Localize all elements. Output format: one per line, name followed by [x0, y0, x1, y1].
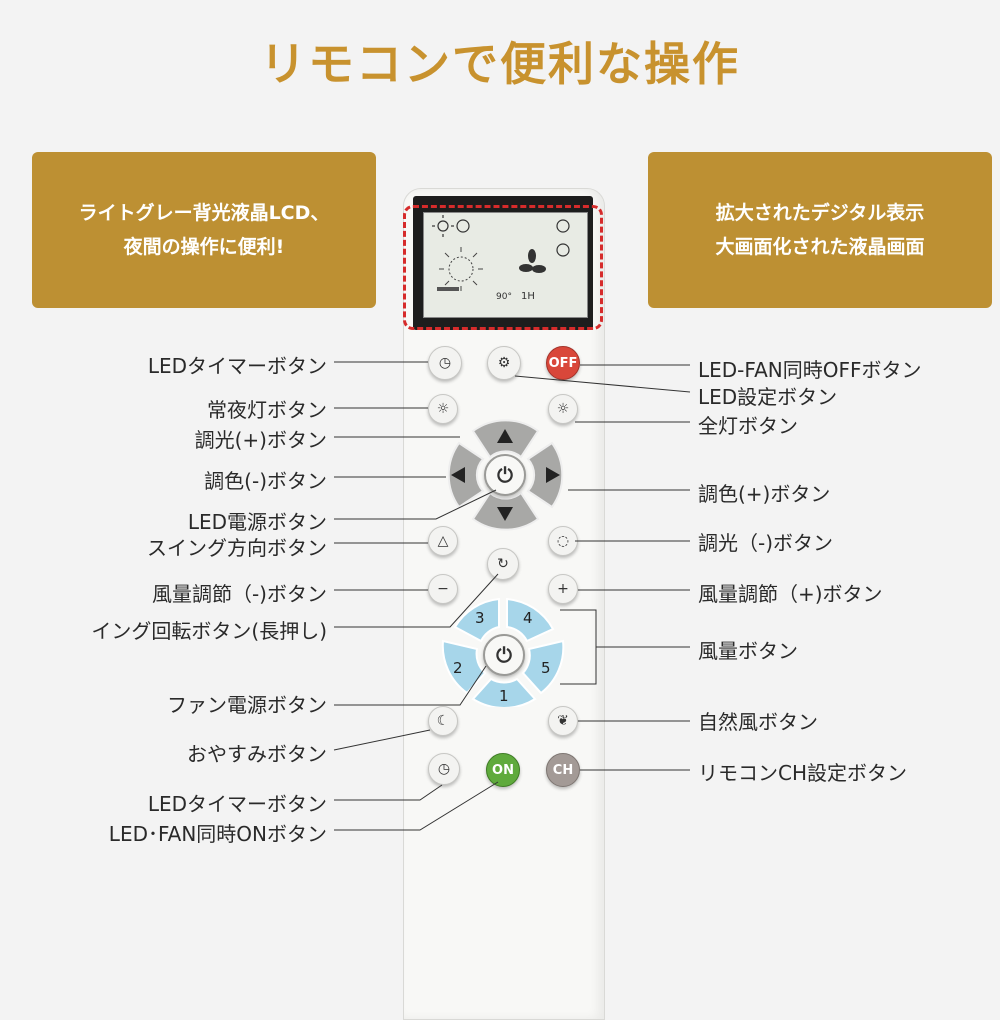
level-bars [437, 287, 459, 291]
clock-icon: ◷ [437, 761, 451, 777]
leaf-icon [556, 243, 570, 257]
page-title: リモコンで便利な操作 [260, 37, 740, 91]
gear-icon: ⚙ [497, 355, 511, 371]
label-fan-speed-minus: 風量調節（-)ボタン [151, 582, 327, 606]
label-fan-power: ファン電源ボタン [167, 693, 327, 717]
fan-speed-3-label: 3 [475, 609, 485, 627]
callout-line: 夜間の操作に便利! [123, 236, 285, 258]
fan-icon [519, 249, 546, 273]
label-color-minus: 調色(-)ボタン [204, 469, 327, 493]
swing-icon [456, 219, 470, 233]
label-night-light: 常夜灯ボタン [207, 398, 327, 422]
label-ch-settings: リモコンCH設定ボタン [698, 761, 908, 785]
clock-icon: ◷ [438, 355, 452, 371]
lcd-highlight-frame [403, 205, 603, 330]
fan-speed-plus-button[interactable]: + [548, 574, 578, 604]
led-timer-button[interactable]: ◷ [428, 346, 462, 380]
upload-icon [556, 219, 570, 233]
label-natural-wind: 自然風ボタン [698, 710, 818, 734]
label-dim-plus: 調光(+)ボタン [194, 428, 327, 452]
sun-icon: ☼ [556, 401, 570, 417]
label-off: LED-FAN同時OFFボタン [698, 358, 922, 382]
small-sun-icon: ☼ [436, 401, 450, 417]
lcd-screen [423, 212, 588, 318]
fan-speed-2-label: 2 [453, 659, 463, 677]
color-minus-button[interactable] [447, 441, 485, 509]
label-swing-direction: スイング方向ボタン [147, 536, 327, 560]
label-dim-minus: 調光（-)ボタン [698, 531, 834, 555]
fan-speed-2-button[interactable] [441, 639, 487, 695]
color-plus-button[interactable] [526, 441, 564, 509]
triangle-up-icon: △ [437, 533, 449, 549]
label-fan-speed-plus: 風量調節（+)ボタン [698, 582, 883, 606]
label-full-light: 全灯ボタン [698, 414, 798, 438]
led-settings-button[interactable]: ⚙ [487, 346, 521, 380]
label-led-timer: LEDタイマーボタン [147, 354, 327, 378]
on-button[interactable]: ON [486, 753, 520, 787]
ch-button[interactable]: CH [546, 753, 580, 787]
lcd-icons: 90° 1H [432, 215, 570, 302]
label-led-settings: LED設定ボタン [698, 385, 838, 409]
fan-speed-1-button[interactable] [471, 677, 537, 707]
led-power-button[interactable]: ⏻ [484, 454, 526, 496]
label-sleep: おやすみボタン [187, 742, 327, 766]
label-led-power: LED電源ボタン [187, 510, 327, 534]
arrow-down-icon [497, 507, 513, 521]
swing-direction-button[interactable]: △ [428, 526, 458, 556]
sun-icon [432, 215, 454, 237]
power-icon: ⏻ [496, 643, 512, 667]
label-fan-speed: 風量ボタン [698, 639, 798, 663]
callout-line: ライトグレー背光液晶LCD、 [78, 202, 330, 224]
rotate-icon: ↻ [497, 556, 509, 572]
fan-speed-5-button[interactable] [521, 639, 565, 695]
label-led-timer-2: LEDタイマーボタン [147, 792, 327, 816]
swing-rotate-button[interactable]: ↻ [487, 548, 519, 580]
callout-line: 拡大されたデジタル表示 [715, 202, 925, 224]
big-sun-icon [439, 247, 483, 291]
night-light-button[interactable]: ☼ [428, 394, 458, 424]
off-button[interactable]: OFF [546, 346, 580, 380]
fan-speed-5-label: 5 [541, 659, 551, 677]
natural-wind-button[interactable]: ❦ [548, 706, 578, 736]
full-light-button[interactable]: ☼ [548, 394, 578, 424]
display-callout: 拡大されたデジタル表示 大画面化された液晶画面 [648, 152, 992, 308]
lcd-timer: 1H [521, 291, 535, 302]
label-color-plus: 調色(+)ボタン [698, 482, 831, 506]
arrow-right-icon [546, 467, 560, 483]
led-timer-button-2[interactable]: ◷ [428, 753, 460, 785]
fan-power-button[interactable]: ⏻ [483, 634, 525, 676]
leaf-icon: ❦ [557, 713, 569, 729]
callout-line: 大画面化された液晶画面 [715, 236, 925, 258]
label-on: LED･FAN同時ONボタン [108, 822, 327, 846]
fan-speed-3-button[interactable] [453, 597, 500, 643]
label-swing-rotate: イング回転ボタン(長押し) [91, 619, 327, 643]
direction-pad [447, 419, 564, 531]
moon-icon: ☾ [436, 713, 450, 729]
fan-speed-4-button[interactable] [506, 597, 555, 643]
fan-speed-pad: 3 4 2 5 1 [441, 597, 565, 707]
arrow-up-icon [497, 429, 513, 443]
power-icon: ⏻ [497, 463, 513, 487]
lcd-callout: ライトグレー背光液晶LCD、 夜間の操作に便利! [32, 152, 376, 308]
lcd-angle: 90° [496, 292, 512, 302]
sleep-button[interactable]: ☾ [428, 706, 458, 736]
fan-speed-1-label: 1 [499, 687, 509, 705]
fan-speed-4-label: 4 [523, 609, 533, 627]
dotted-circle-icon: ◌ [556, 533, 570, 549]
fan-speed-minus-button[interactable]: − [428, 574, 458, 604]
arrow-left-icon [451, 467, 465, 483]
